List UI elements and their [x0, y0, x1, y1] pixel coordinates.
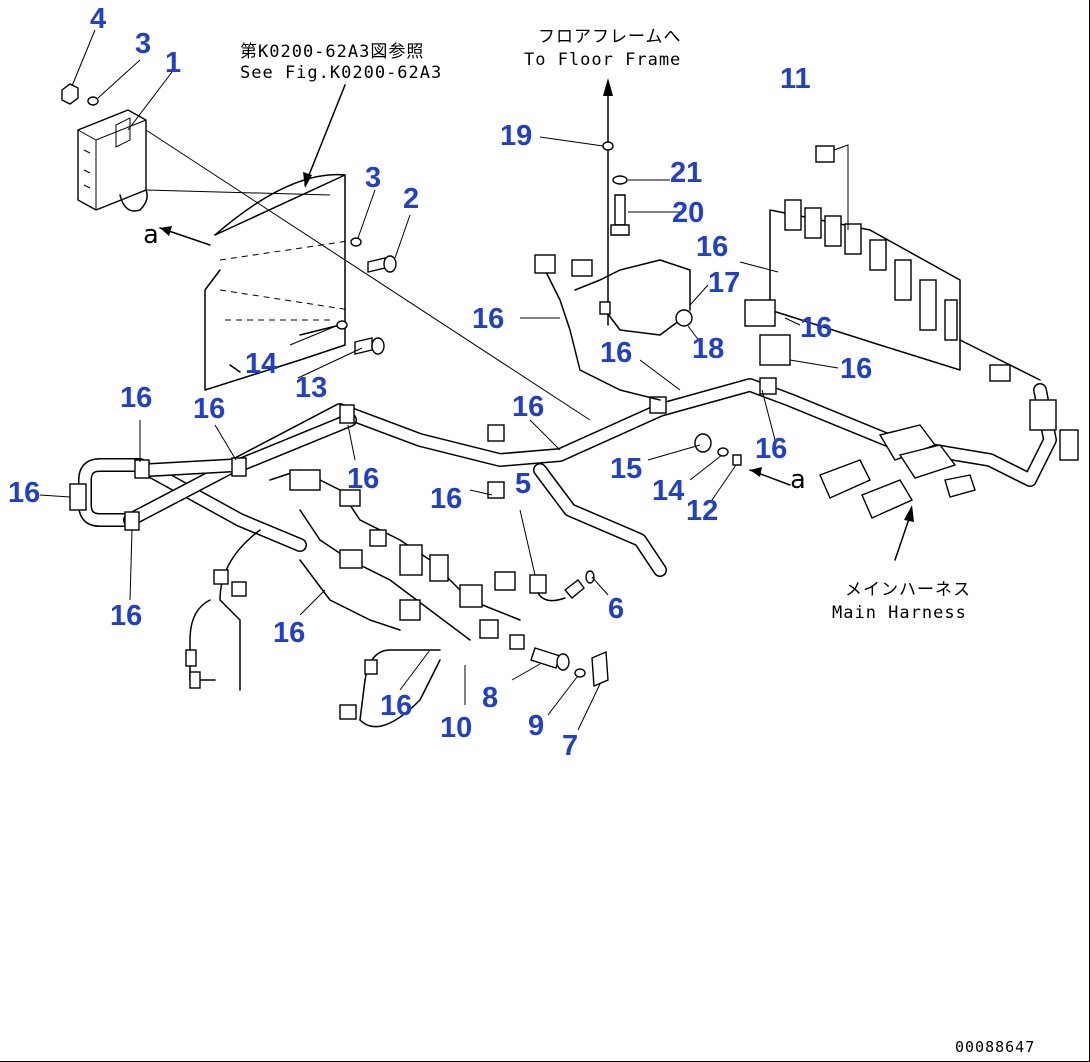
washer-21	[612, 175, 628, 185]
switch-6	[563, 570, 595, 599]
callout-16-n: 16	[840, 353, 872, 385]
callout-3-top: 3	[135, 28, 151, 60]
callout-16-d: 16	[110, 600, 142, 632]
callout-16-m: 16	[800, 312, 832, 344]
callout-16-right: 16	[755, 433, 787, 465]
callout-9: 9	[528, 710, 544, 742]
callout-11: 11	[780, 63, 811, 95]
callout-21: 21	[670, 157, 702, 189]
arrow-head	[303, 172, 312, 188]
nut-19	[602, 141, 614, 151]
nut-12	[732, 454, 742, 466]
bushing-15	[694, 433, 712, 453]
callout-16-h: 16	[273, 617, 305, 649]
note-see-fig-jp: 第K0200-62A3図参照	[240, 42, 424, 62]
sensor-8	[530, 647, 570, 671]
harness-pipes	[78, 378, 1057, 577]
washer-14	[336, 320, 348, 330]
washer-3	[350, 237, 362, 247]
bolt-13	[354, 337, 385, 355]
callout-6: 6	[608, 593, 624, 625]
callout-16-i: 16	[380, 690, 412, 722]
callout-20: 20	[672, 197, 704, 229]
floor-frame-arrow	[603, 78, 613, 96]
callout-8: 8	[482, 682, 498, 714]
callout-1: 1	[165, 47, 181, 79]
callout-2: 2	[403, 183, 419, 215]
leader-line	[145, 129, 591, 421]
callout-19: 19	[500, 120, 532, 152]
callout-16-a: 16	[120, 382, 152, 414]
callout-16-g: 16	[512, 391, 544, 423]
bolt-20	[610, 194, 630, 236]
callout-leaders	[39, 29, 839, 731]
connector-5	[529, 574, 547, 594]
callout-16-e: 16	[347, 463, 379, 495]
arrow-head	[904, 505, 914, 522]
controller-box	[77, 109, 148, 212]
reference-panel	[204, 173, 356, 391]
detail-label-a-right: a	[790, 465, 807, 495]
callout-15: 15	[610, 453, 642, 485]
note-floor-frame-jp: フロアフレームへ	[538, 27, 682, 47]
callout-7: 7	[562, 730, 578, 762]
callout-16-c: 16	[8, 477, 40, 509]
wire-5	[537, 592, 566, 602]
washer-3-top	[87, 96, 99, 106]
leader-line	[833, 144, 849, 230]
callout-4: 4	[90, 3, 106, 35]
callout-18: 18	[692, 333, 724, 365]
main-harness-connectors	[819, 424, 976, 519]
callout-16-j: 16	[696, 231, 728, 263]
callout-3: 3	[365, 162, 381, 194]
harness-clips	[69, 377, 777, 531]
callout-10: 10	[440, 712, 472, 744]
relay-11	[815, 145, 835, 163]
sub-harness-left	[185, 469, 525, 728]
fuse-box	[744, 199, 1079, 461]
sub-harness-upper	[534, 254, 693, 401]
callout-13: 13	[295, 372, 327, 404]
note-main-harness-jp: メインハーネス	[845, 580, 971, 600]
note-floor-frame-en: To Floor Frame	[524, 50, 681, 70]
figure-id: 00088647	[955, 1038, 1035, 1056]
note-main-harness-en: Main Harness	[832, 603, 967, 623]
callout-16-k: 16	[472, 303, 504, 335]
callout-12: 12	[686, 495, 718, 527]
washer-14-right	[717, 447, 729, 457]
bolt-2	[367, 255, 397, 273]
callout-14-right: 14	[652, 475, 684, 507]
nut-4	[61, 83, 79, 105]
arrow-head	[750, 467, 762, 477]
reference-leader	[304, 84, 346, 186]
callout-14-left: 14	[245, 348, 277, 380]
arrow-head	[160, 226, 172, 236]
callout-16-b: 16	[193, 393, 225, 425]
callout-5: 5	[515, 468, 531, 500]
plate-7	[591, 650, 609, 688]
callout-17: 17	[708, 267, 740, 299]
washer-9	[574, 668, 586, 678]
detail-label-a-left: a	[143, 220, 160, 250]
callout-16-f: 16	[430, 483, 462, 515]
callout-16-l: 16	[600, 337, 632, 369]
leader-line	[145, 189, 331, 196]
note-see-fig-en: See Fig.K0200-62A3	[240, 63, 442, 83]
